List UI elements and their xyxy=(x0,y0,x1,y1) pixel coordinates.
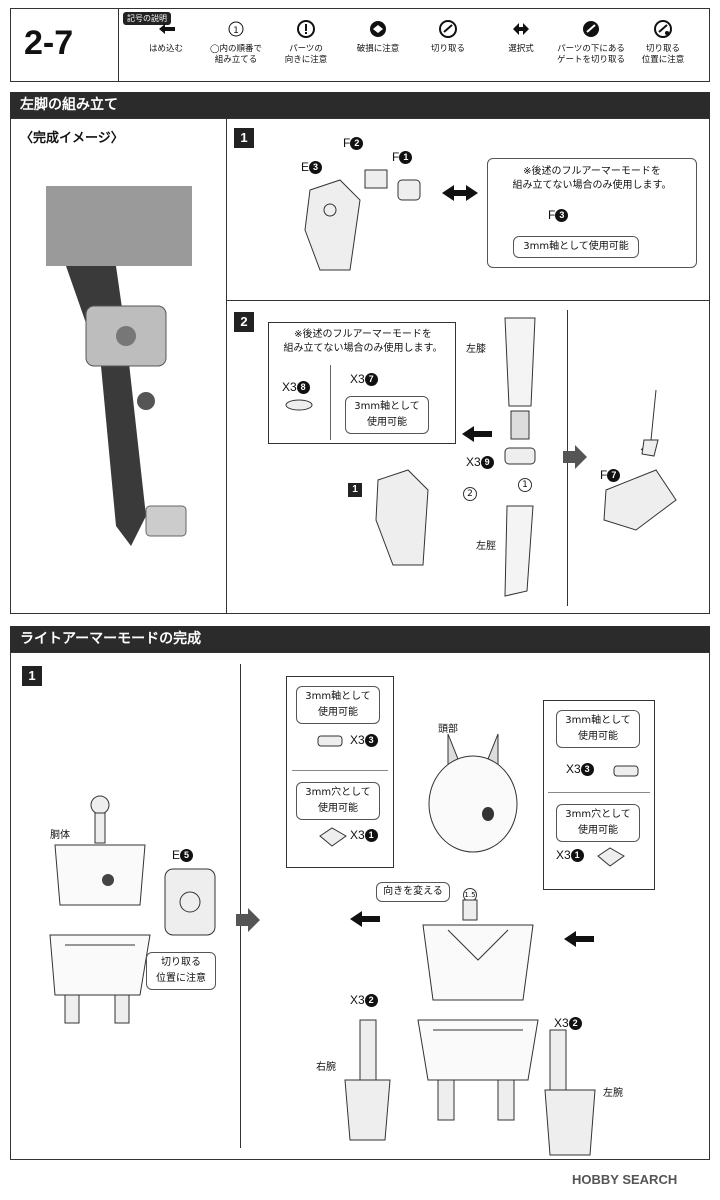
legend-label: パーツの 向きに注意 xyxy=(284,44,328,65)
left-shin-label: 左脛 xyxy=(476,541,496,552)
circled-one-icon: 1 xyxy=(228,21,244,37)
legend-item-1: 1 ◯内の順番で 組み立てる xyxy=(201,20,271,66)
body-figure-drawing xyxy=(408,899,548,1130)
step1-note-label: 3mm軸として使用可能 xyxy=(513,236,639,258)
legend-item-7: 切り取る 位置に注意 xyxy=(628,20,698,66)
right-top-callout: 3mm軸として 使用可能 xyxy=(556,710,640,748)
svg-text:1: 1 xyxy=(233,26,239,36)
legend-label: ◯内の順番で 組み立てる xyxy=(209,44,262,65)
head-drawing xyxy=(418,733,528,864)
gate-cut-icon xyxy=(583,21,599,37)
step2-note-divider xyxy=(330,365,331,440)
right-arm-drawing xyxy=(340,1019,400,1150)
torso-drawing xyxy=(40,795,151,1035)
legend-item-2: パーツの 向きに注意 xyxy=(271,20,341,66)
section-title-light-armor: ライトアーマーモードの完成 xyxy=(10,626,710,652)
completed-leg-image xyxy=(46,186,192,558)
step1-parts-drawing xyxy=(290,169,430,280)
watermark: HOBBY SEARCH xyxy=(572,1172,678,1187)
legend-title: 記号の説明 xyxy=(123,12,171,25)
section2-step-1-badge: 1 xyxy=(22,666,42,686)
section2-divider xyxy=(240,664,241,1148)
step-number: 2-7 xyxy=(24,24,74,62)
break-icon xyxy=(370,21,386,37)
legend-item-5: 選択式 xyxy=(486,20,556,55)
section1-divider-h xyxy=(226,300,710,301)
step2-sub-callout: 3mm軸として 使用可能 xyxy=(345,396,429,434)
right-bottom-callout: 3mm穴として 使用可能 xyxy=(556,804,640,842)
legend-label: はめ込む xyxy=(148,44,183,54)
image-title: 〈完成イメージ〉 xyxy=(20,131,124,146)
left-top-callout: 3mm軸として 使用可能 xyxy=(296,686,380,724)
arrow-left-icon xyxy=(159,24,175,34)
left-arm-label: 左腕 xyxy=(603,1088,623,1099)
step2-parts-drawing xyxy=(368,469,448,570)
cut-icon xyxy=(439,20,457,38)
legend-item-4: 切り取る xyxy=(413,20,483,55)
left-knee-label: 左膝 xyxy=(466,344,486,355)
ref-step-1-badge: 1 xyxy=(348,483,362,497)
left-options-divider xyxy=(292,770,388,771)
exclamation-icon xyxy=(297,20,315,38)
rotate-callout: 向きを変える xyxy=(376,882,450,902)
legend-label: パーツの下にある ゲートを切り取る xyxy=(556,44,625,65)
step-1-badge: 1 xyxy=(234,128,254,148)
legend-item-6: パーツの下にある ゲートを切り取る xyxy=(556,20,626,66)
step1-note: ※後述のフルアーマーモードを 組み立てない場合のみ使用します。 xyxy=(512,166,672,191)
right-options-divider xyxy=(548,792,650,793)
knee-shin-drawing xyxy=(495,316,555,606)
cut-position-icon xyxy=(654,20,672,38)
order-1-marker: 1 xyxy=(518,478,532,492)
foot-drawing xyxy=(596,389,696,540)
legend-label: 切り取る xyxy=(430,44,465,54)
legend-item-3: 破損に注意 xyxy=(343,20,413,55)
e5-part-drawing xyxy=(160,864,220,940)
right-arm-label: 右腕 xyxy=(316,1062,336,1073)
section1-divider-v xyxy=(226,118,227,614)
legend-label: 破損に注意 xyxy=(356,44,400,54)
double-arrow-icon xyxy=(513,23,529,35)
left-arm-drawing xyxy=(540,1029,600,1160)
legend-item-0: はめ込む xyxy=(131,20,201,55)
order-2-marker: 2 xyxy=(463,487,477,501)
head-label: 頭部 xyxy=(438,724,458,735)
header-divider xyxy=(118,8,119,82)
left-bottom-callout: 3mm穴として 使用可能 xyxy=(296,782,380,820)
legend-label: 選択式 xyxy=(508,44,534,54)
torso-label: 胴体 xyxy=(50,830,70,841)
step2-note: ※後述のフルアーマーモードを 組み立てない場合のみ使用します。 xyxy=(283,329,443,354)
section-title-left-leg: 左脚の組み立て xyxy=(10,92,710,118)
step-2-badge: 2 xyxy=(234,312,254,332)
legend-label: 切り取る 位置に注意 xyxy=(641,44,685,65)
legend: はめ込む 1 ◯内の順番で 組み立てる パーツの 向きに注意 破損に注意 切り取る 選択式 パ… xyxy=(118,0,710,82)
cut-note-callout: 切り取る 位置に注意 xyxy=(146,952,216,990)
